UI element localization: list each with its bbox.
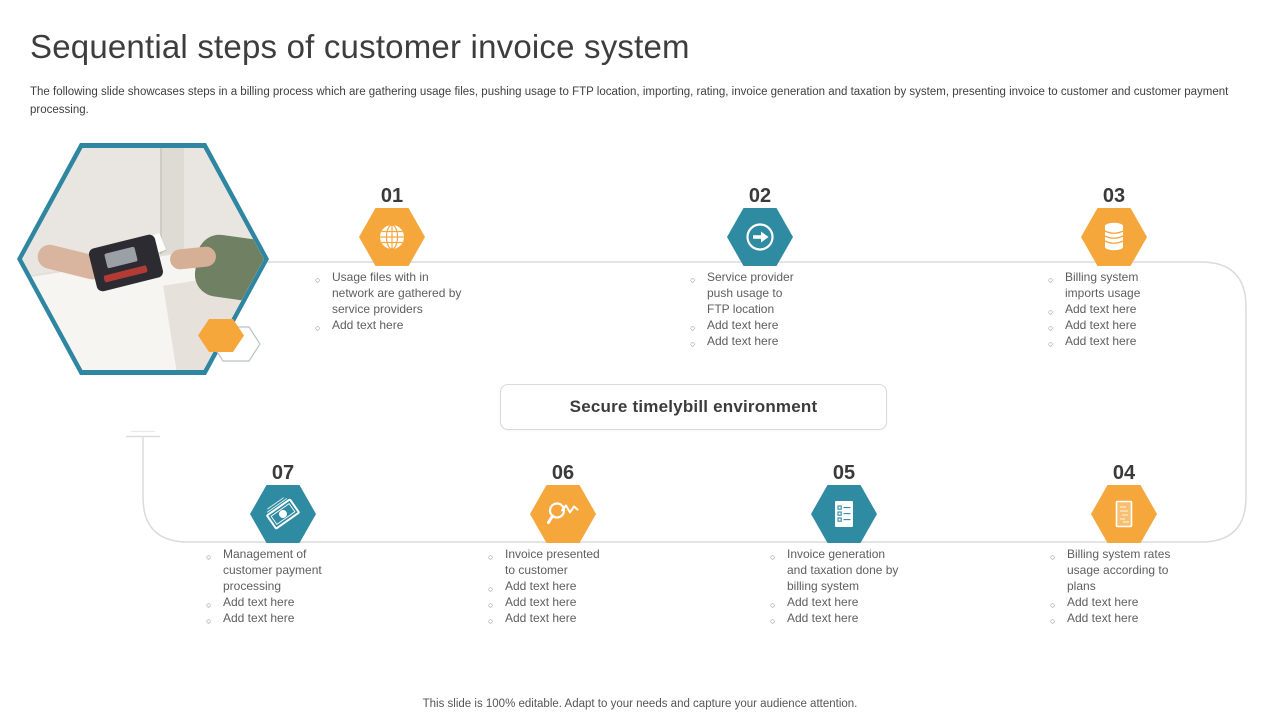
step-number: 07: [271, 462, 295, 484]
step-number: 04: [1112, 462, 1136, 484]
bullet-item: Management of customer payment processin…: [203, 546, 343, 594]
step-hexagon: [530, 485, 596, 543]
step-01-hexcol: 01: [359, 185, 425, 266]
bullet-item: Add text here: [767, 594, 899, 613]
slide-description: The following slide showcases steps in a…: [30, 86, 1229, 116]
step-03: 03 Billing system imports usageAdd text …: [1045, 185, 1235, 355]
step-bullets: Service provider push usage to FTP locat…: [687, 269, 805, 352]
step-bullets: Billing system rates usage according to …: [1047, 546, 1189, 629]
orange-hexagon-icon: [198, 319, 244, 352]
step-bullets: Billing system imports usageAdd text her…: [1045, 269, 1157, 352]
decor-hexagons: [198, 319, 261, 362]
center-environment-label: Secure timelybill environment: [569, 397, 818, 416]
step-hexagon: [359, 208, 425, 266]
bullet-item: Add text here: [1045, 301, 1157, 320]
step-06: 06 Invoice presented to customerAdd text…: [485, 462, 675, 632]
footer-note: This slide is 100% editable. Adapt to yo…: [422, 698, 858, 710]
step-hexagon: [250, 485, 316, 543]
step-02-hexcol: 02: [727, 185, 793, 266]
step-04: 04 Billing system rates usage according …: [1047, 462, 1237, 632]
bullet-item: Add text here: [687, 317, 805, 336]
bullet-item: Add text here: [203, 594, 343, 613]
bullet-item: Add text here: [1045, 317, 1157, 336]
bullet-item: Add text here: [485, 610, 613, 629]
globe-icon: [380, 224, 404, 250]
step-04-hexcol: 04: [1091, 462, 1157, 543]
banknote-icon: [266, 497, 300, 530]
photo-door: [159, 148, 184, 255]
bullet-item: Add text here: [767, 610, 899, 629]
center-environment-box: Secure timelybill environment: [500, 384, 887, 430]
step-02: 02 Service provider push usage to FTP lo…: [687, 185, 877, 355]
step-01: 01 Usage files with in network are gathe…: [312, 185, 502, 355]
payment-photo-hexagon: [17, 143, 269, 375]
bullet-item: Add text here: [203, 610, 343, 629]
bullet-item: Add text here: [687, 333, 805, 352]
step-bullets: Invoice presented to customerAdd text he…: [485, 546, 613, 629]
bullet-item: Add text here: [312, 317, 464, 336]
step-number: 01: [380, 185, 404, 207]
bullet-item: Add text here: [485, 594, 613, 613]
bullet-item: Add text here: [1047, 594, 1189, 613]
checklist-document-icon: [835, 501, 853, 527]
step-hexagon: [811, 485, 877, 543]
step-bullets: Invoice generation and taxation done by …: [767, 546, 899, 629]
step-05-hexcol: 05: [811, 462, 877, 543]
bullet-item: Add text here: [485, 578, 613, 597]
step-05: 05 Invoice generation and taxation done …: [767, 462, 957, 632]
bullet-item: Invoice presented to customer: [485, 546, 613, 578]
step-07-hexcol: 07: [250, 462, 316, 543]
step-03-hexcol: 03: [1081, 185, 1147, 266]
step-bullets: Usage files with in network are gathered…: [312, 269, 464, 336]
bullet-item: Billing system rates usage according to …: [1047, 546, 1189, 594]
magnifier-trend-icon: [547, 502, 579, 524]
terminal-stripe: [104, 265, 148, 284]
step-07: 07 Management of customer payment proces…: [203, 462, 393, 632]
database-icon: [1104, 222, 1124, 251]
bullet-item: Service provider push usage to FTP locat…: [687, 269, 805, 317]
bullet-item: Billing system imports usage: [1045, 269, 1157, 301]
step-number: 03: [1102, 185, 1126, 207]
terminal-screen: [104, 246, 139, 269]
bullet-item: Add text here: [1045, 333, 1157, 352]
step-hexagon: [727, 208, 793, 266]
step-number: 02: [748, 185, 772, 207]
step-hexagon: [1091, 485, 1157, 543]
bullet-item: Invoice generation and taxation done by …: [767, 546, 899, 594]
step-06-hexcol: 06: [530, 462, 596, 543]
step-hexagon: [1081, 208, 1147, 266]
page-title: Sequential steps of customer invoice sys…: [30, 28, 690, 65]
bullet-item: Add text here: [1047, 610, 1189, 629]
step-number: 05: [832, 462, 856, 484]
invoice-document-icon: [1115, 500, 1133, 528]
step-bullets: Management of customer payment processin…: [203, 546, 343, 629]
arrow-right-circle-icon: [746, 223, 774, 251]
step-number: 06: [551, 462, 575, 484]
bullet-item: Usage files with in network are gathered…: [312, 269, 464, 317]
